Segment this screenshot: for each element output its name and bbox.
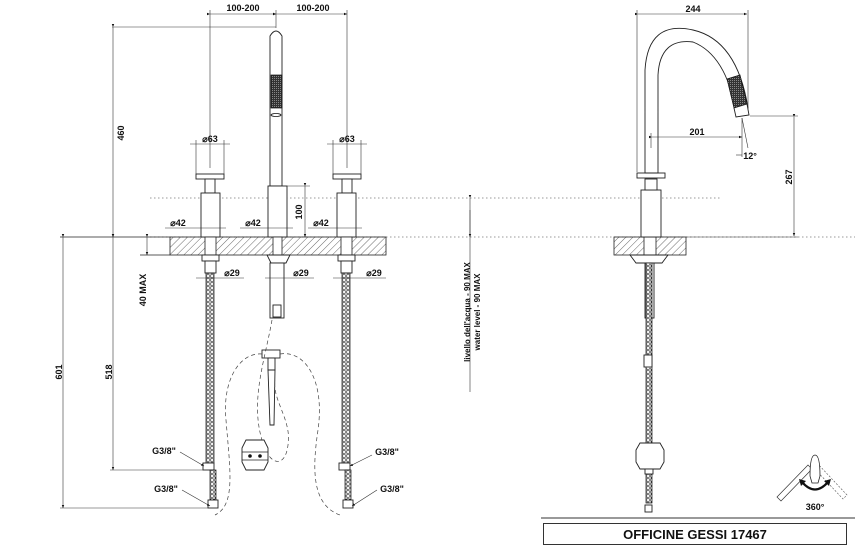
water-level-italian-label: livello dell'acqua - 90 MAX [463,261,472,361]
front-view: 100-200 100-200 460 ⌀63 ⌀63 ⌀42 ⌀42 ⌀42 … [54,3,855,516]
connection-right-lower-label: G3/8" [380,484,404,494]
deck-thickness-label: 40 MAX [138,274,148,307]
handle-diameter-right-label: ⌀63 [339,134,354,144]
shank-diameter-center-label: ⌀29 [293,268,308,278]
spout-angle-label: 12° [743,151,757,161]
water-level-english-label: water level - 90 MAX [473,273,482,352]
spacing-right-label: 100-200 [296,3,329,13]
connection-left-lower-label: G3/8" [154,484,178,494]
counterweight [241,439,269,471]
spacing-left-label: 100-200 [226,3,259,13]
connection-right-upper-label: G3/8" [375,447,399,457]
shower-hose-left [214,353,263,516]
body-diameter-left-label: ⌀42 [170,218,185,228]
rotation-360-icon: 360° [776,454,848,512]
shank-diameter-right-label: ⌀29 [366,268,381,278]
side-view: 244 201 12° 267 [613,4,798,513]
centre-spout [261,30,291,426]
handle-diameter-left-label: ⌀63 [202,134,217,144]
title-rule [541,517,855,519]
shower-hose-right [279,353,341,516]
left-valve [195,10,225,509]
title-block-text: OFFICINE GESSI 17467 [623,526,767,542]
overall-height-label: 460 [116,125,126,140]
shower-hose-inner [257,319,289,462]
spout-height-label: 267 [784,169,794,184]
body-height-label: 100 [294,204,304,219]
water-level-annotation: livello dell'acqua - 90 MAX water level … [463,195,482,392]
rotation-label: 360° [806,502,825,512]
hose-length-total-label: 601 [54,364,64,379]
spout-reach-total-label: 244 [685,4,700,14]
body-diameter-right-label: ⌀42 [313,218,328,228]
hose-length-short-label: 518 [104,364,114,379]
connection-left-upper-label: G3/8" [152,446,176,456]
shank-diameter-left-label: ⌀29 [224,268,239,278]
spout-reach-label: 201 [689,127,704,137]
body-diameter-center-label: ⌀42 [245,218,260,228]
right-valve [332,10,362,509]
title-block: OFFICINE GESSI 17467 [543,523,847,545]
